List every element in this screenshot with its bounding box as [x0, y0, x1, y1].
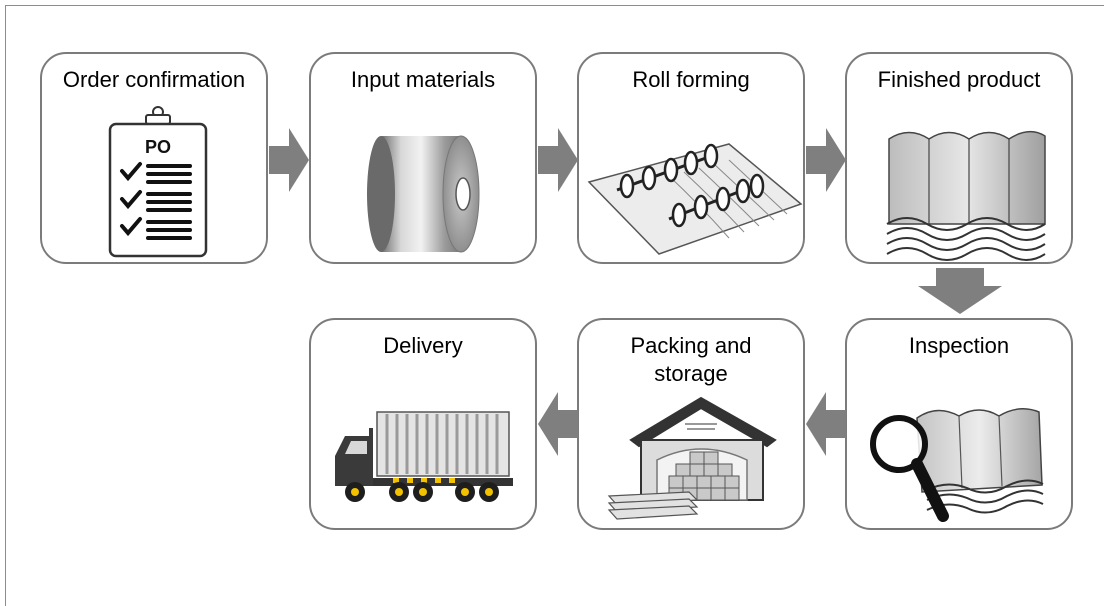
step-packing-storage: Packing and storage	[577, 318, 805, 530]
arrow-right-icon	[538, 128, 578, 192]
arrow-left-icon	[806, 392, 846, 456]
step-inspection: Inspection	[845, 318, 1073, 530]
arrow-down-icon	[918, 268, 1002, 314]
step-label: Packing and storage	[630, 333, 752, 386]
diagram-frame	[5, 5, 1104, 606]
step-finished-product: Finished product	[845, 52, 1073, 264]
step-label: Finished product	[877, 67, 1041, 92]
arrow-left-icon	[538, 392, 578, 456]
step-label: Input materials	[350, 67, 496, 92]
clipboard-icon: PO	[108, 106, 208, 258]
arrow-right-icon	[806, 128, 846, 192]
step-order-confirmation: Order confirmation PO	[40, 52, 268, 264]
warehouse-icon	[607, 396, 777, 520]
step-delivery: Delivery	[309, 318, 537, 530]
step-roll-forming: Roll forming	[577, 52, 805, 264]
step-label: Roll forming	[632, 67, 750, 92]
step-input-materials: Input materials	[309, 52, 537, 264]
steel-coil-icon	[367, 135, 480, 253]
step-label: Delivery	[383, 333, 463, 358]
truck-icon	[335, 411, 513, 502]
corrugated-sheet-icon	[886, 130, 1046, 261]
magnifier-icon	[870, 408, 1044, 522]
step-label: Inspection	[908, 333, 1010, 358]
roll-former-icon	[587, 143, 803, 255]
po-text: PO	[145, 137, 171, 157]
arrow-right-icon	[269, 128, 309, 192]
step-label: Order confirmation	[62, 67, 246, 92]
